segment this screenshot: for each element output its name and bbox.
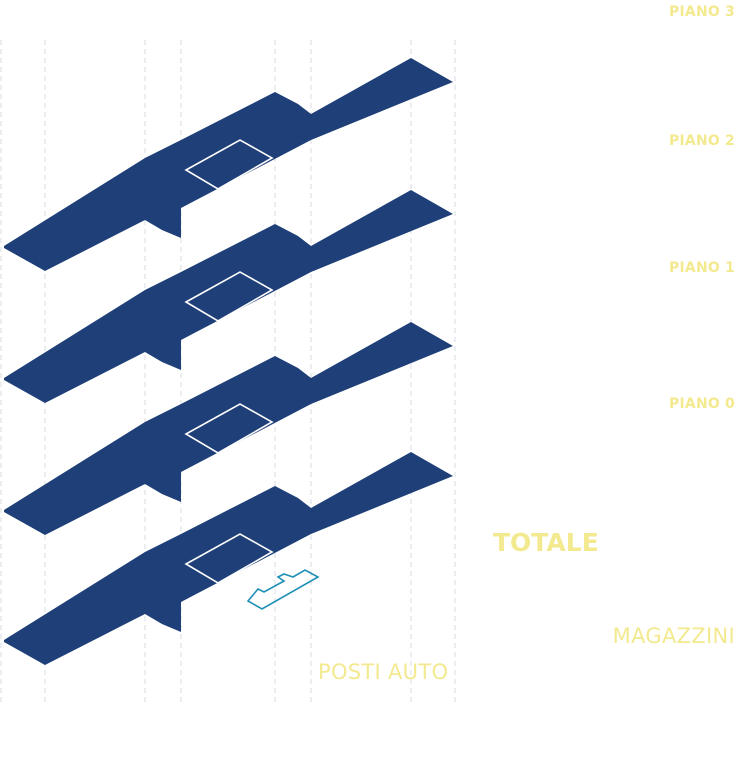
floor-label-piano-1: PIANO 1 xyxy=(669,260,735,276)
parking-outline-shape xyxy=(246,569,320,610)
total-label: TOTALE xyxy=(493,528,599,557)
floor-label-piano-0: PIANO 0 xyxy=(669,396,735,412)
parking-label: POSTI AUTO xyxy=(318,660,449,684)
floor-plates xyxy=(4,58,453,665)
floor-slab-piano-0 xyxy=(4,452,453,665)
floor-label-piano-2: PIANO 2 xyxy=(669,133,735,149)
stair-core-piano-0 xyxy=(184,533,274,584)
parking-spot-outline xyxy=(246,569,320,610)
floor-slab-piano-2 xyxy=(4,190,453,403)
floor-label-piano-3: PIANO 3 xyxy=(669,4,735,20)
stair-core-piano-1 xyxy=(184,403,274,454)
stair-core-piano-2 xyxy=(184,271,274,322)
floor-slab-piano-1 xyxy=(4,322,453,535)
floor-plate-piano-2 xyxy=(4,190,453,403)
floor-slab-piano-3 xyxy=(4,58,453,271)
floor-plate-piano-0 xyxy=(4,452,453,665)
floor-plate-piano-1 xyxy=(4,322,453,535)
stair-core-piano-3 xyxy=(184,139,274,190)
storage-label: MAGAZZINI xyxy=(612,624,735,648)
floor-plate-piano-3 xyxy=(4,58,453,271)
